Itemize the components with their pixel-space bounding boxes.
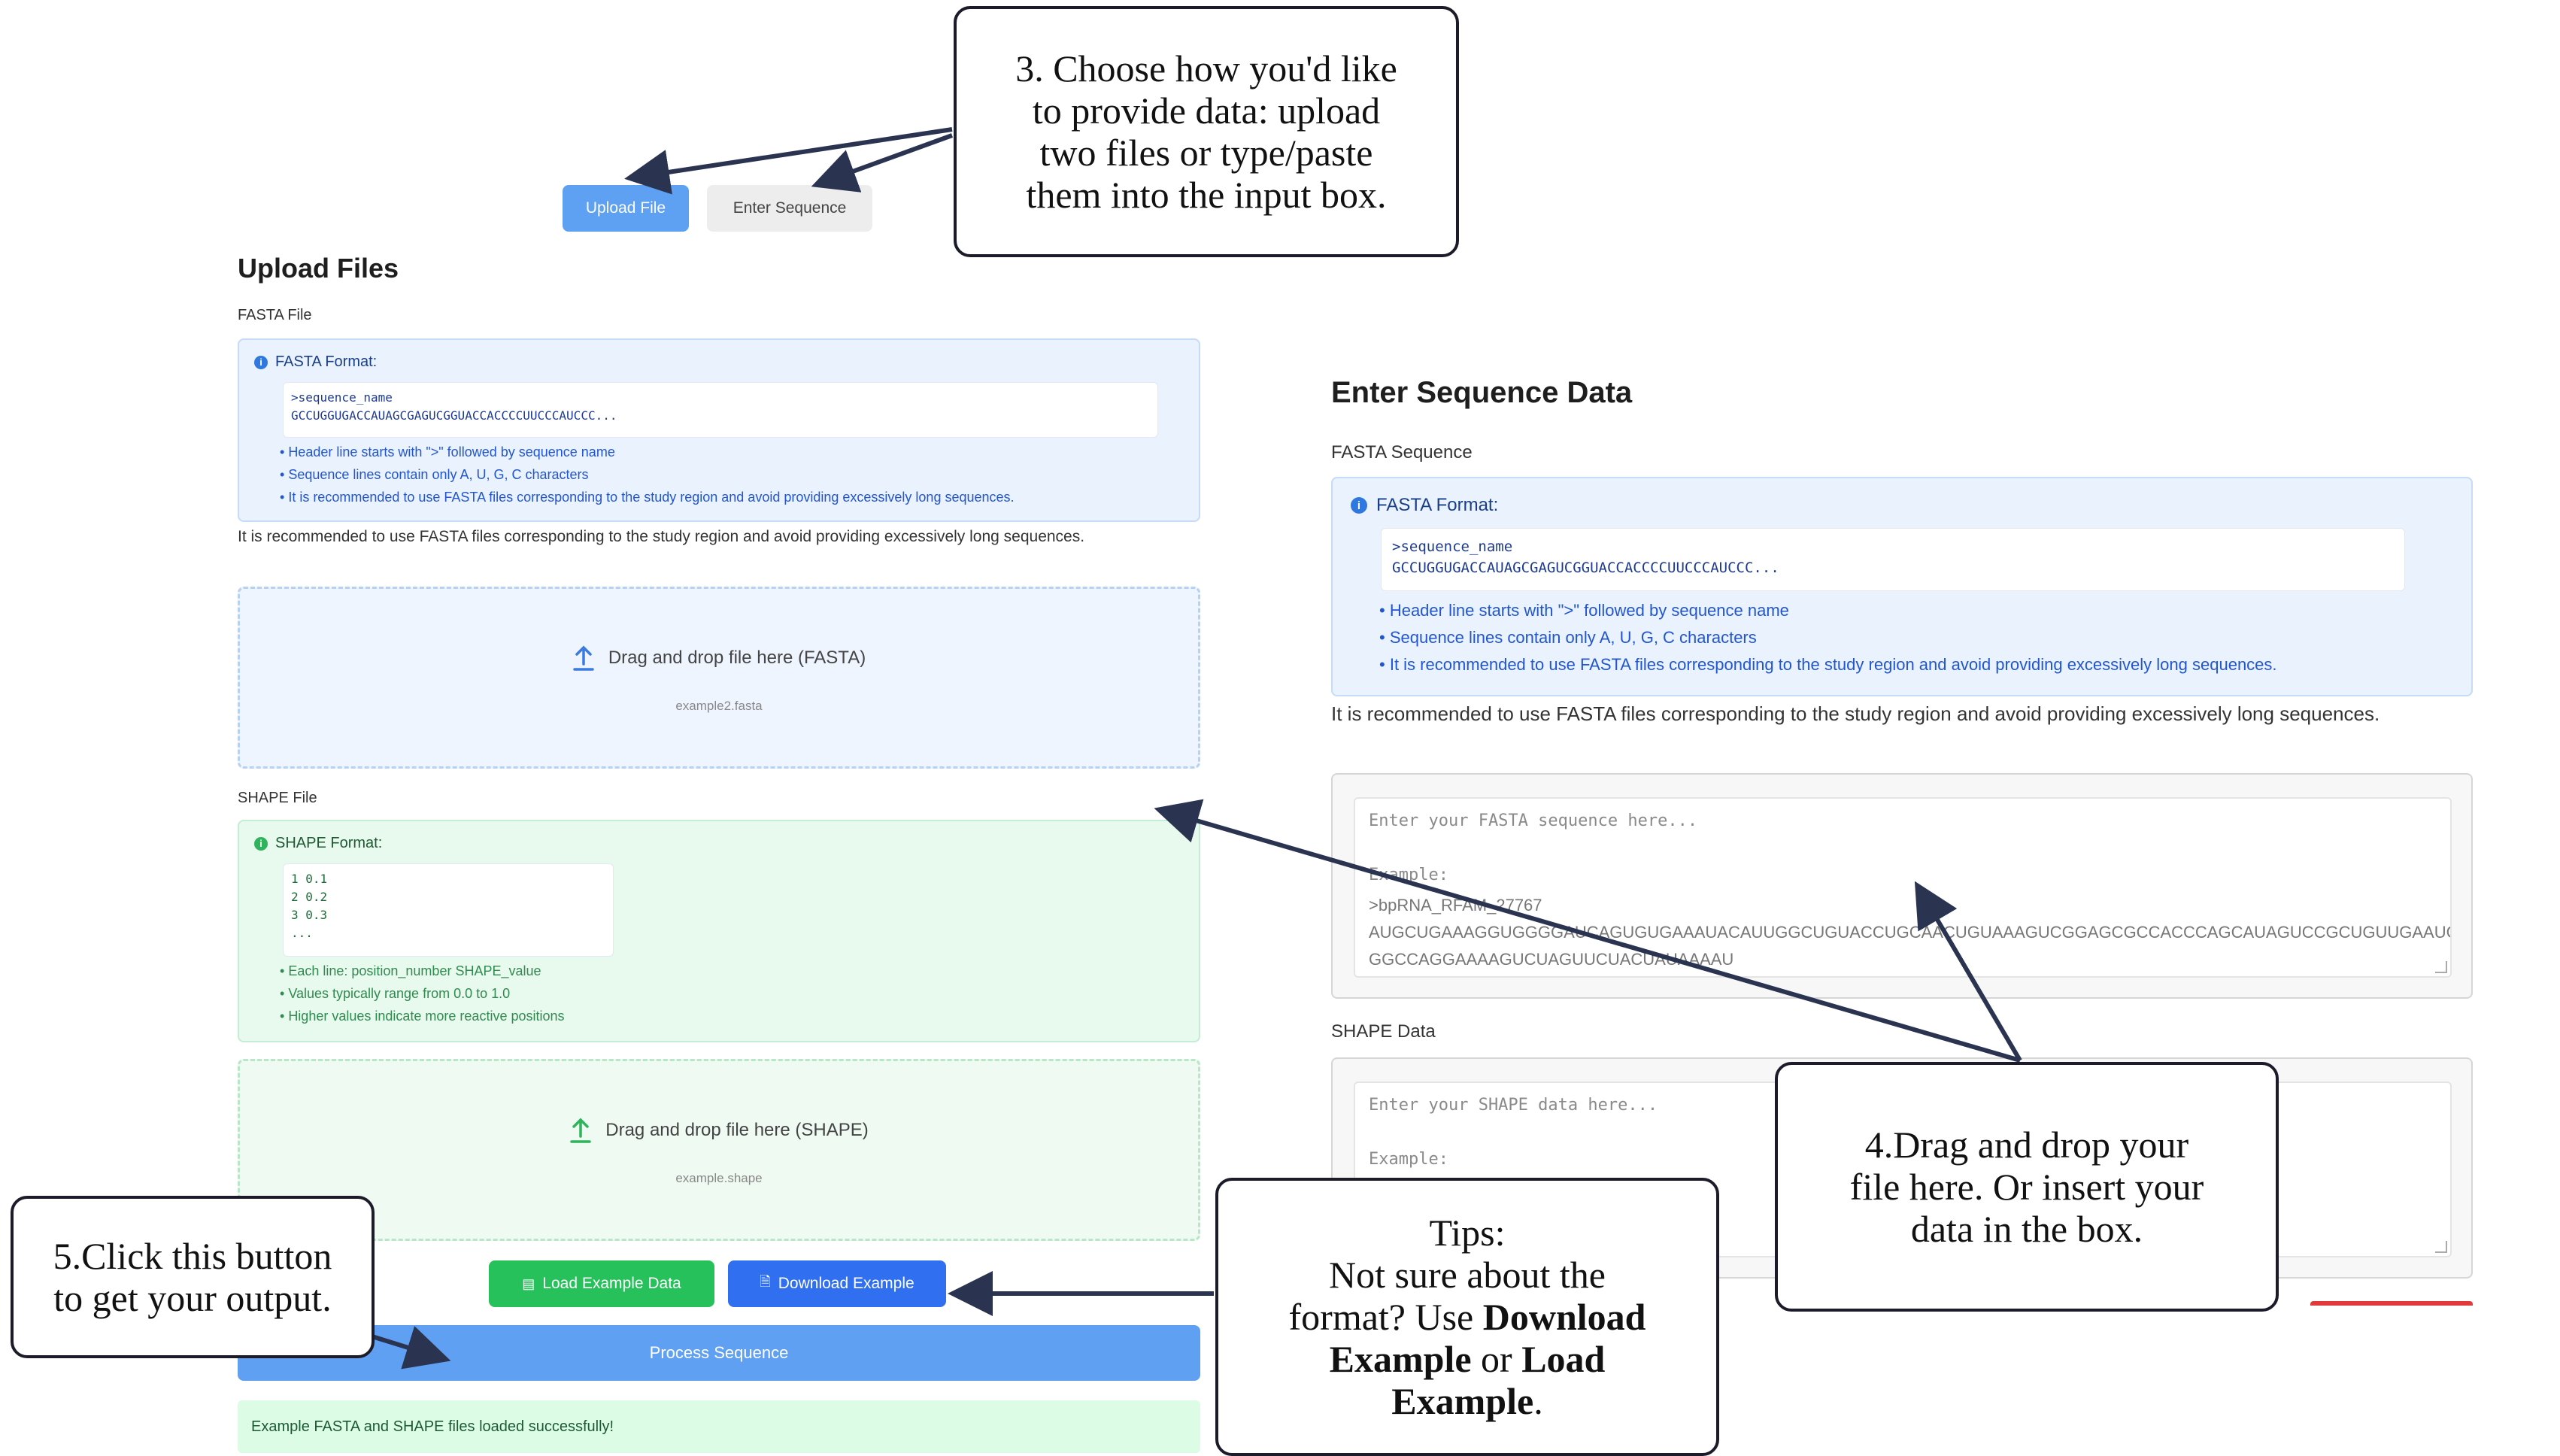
fasta-textarea-container: Enter your FASTA sequence here... Exampl… [1331, 773, 2473, 999]
resize-handle-icon[interactable] [2435, 1241, 2447, 1253]
enter-sequence-title: Enter Sequence Data [1331, 376, 1633, 409]
fasta-dropzone[interactable]: Drag and drop file here (FASTA) example2… [238, 587, 1200, 769]
callout-step3: 3. Choose how you'd like to provide data… [954, 6, 1459, 257]
shape-data-label: SHAPE Data [1331, 1021, 1436, 1042]
shape-dropzone-text: Drag and drop file here (SHAPE) [605, 1120, 869, 1140]
fasta-sequence-label: FASTA Sequence [1331, 442, 1473, 463]
shape-selected-file: example.shape [675, 1171, 763, 1185]
info-icon: i [254, 836, 268, 851]
callout-step5: 5.Click this button to get your output. [11, 1196, 375, 1358]
info-icon: i [254, 355, 268, 369]
arrow-to-enter-toggle [811, 133, 954, 193]
shape-dropzone[interactable]: Drag and drop file here (SHAPE) example.… [238, 1059, 1200, 1241]
fasta-format-info: i FASTA Format: >sequence_name GCCUGGUGA… [238, 338, 1200, 522]
arrow-to-fasta-textarea [1914, 881, 2022, 1062]
shape-file-label: SHAPE File [238, 790, 317, 806]
fasta-example-sequence: AUGCUGAAAGGUGGGGAUCAGUGUGAAAUACAUUGGCUGU… [1369, 923, 2452, 942]
arrow-to-upload-toggle [624, 127, 953, 195]
fasta-format-rules: Header line starts with ">" followed by … [280, 441, 1014, 508]
enter-sequence-toggle[interactable]: Enter Sequence [707, 185, 872, 232]
file-download-icon: 🗎 [760, 1274, 771, 1289]
shape-format-title: i SHAPE Format: [254, 835, 382, 852]
fasta-format-example: >sequence_name GCCUGGUGACCAUAGCGAGUCGGUA… [283, 382, 1158, 438]
callout-tips: Tips: Not sure about the format? Use Dow… [1215, 1178, 1719, 1456]
callout-step4: 4.Drag and drop your file here. Or inser… [1775, 1062, 2279, 1312]
fasta-placeholder: Enter your FASTA sequence here... [1369, 811, 1698, 830]
arrow-to-fasta-dropzone [1154, 799, 2021, 1063]
table-icon: ▤ [522, 1276, 535, 1291]
upload-icon [570, 1118, 591, 1143]
fasta-recommendation: It is recommended to use FASTA files cor… [238, 528, 1085, 545]
fasta-format-rules-right: Header line starts with ">" followed by … [1379, 597, 2277, 678]
fasta-format-info-right: i FASTA Format: >sequence_name GCCUGGUGA… [1331, 477, 2473, 696]
load-example-button[interactable]: ▤ Load Example Data [489, 1260, 714, 1307]
fasta-selected-file: example2.fasta [675, 699, 763, 713]
fasta-file-label: FASTA File [238, 307, 312, 323]
shape-format-example: 1 0.1 2 0.2 3 0.3 ... [283, 863, 614, 957]
shape-example-label: Example: [1369, 1150, 1448, 1169]
fasta-format-title: i FASTA Format: [254, 353, 377, 371]
fasta-format-title-right: i FASTA Format: [1351, 495, 1498, 516]
fasta-sequence-input[interactable]: Enter your FASTA sequence here... Exampl… [1354, 797, 2452, 978]
shape-format-rules: Each line: position_number SHAPE_value V… [280, 960, 564, 1027]
info-icon: i [1351, 497, 1367, 514]
shape-placeholder: Enter your SHAPE data here... [1369, 1096, 1658, 1115]
upload-files-title: Upload Files [238, 253, 399, 284]
process-sequence-button[interactable]: Process Sequence [238, 1325, 1200, 1381]
fasta-format-example-right: >sequence_name GCCUGGUGACCAUAGCGAGUCGGUA… [1381, 528, 2405, 591]
resize-handle-icon[interactable] [2435, 961, 2447, 973]
fasta-dropzone-text: Drag and drop file here (FASTA) [608, 648, 866, 668]
fasta-recommendation-right: It is recommended to use FASTA files cor… [1331, 702, 2380, 725]
upload-icon [573, 645, 594, 671]
shape-format-info: i SHAPE Format: 1 0.1 2 0.2 3 0.3 ... Ea… [238, 820, 1200, 1042]
download-example-button[interactable]: 🗎 Download Example [728, 1260, 946, 1307]
partial-red-button[interactable] [2310, 1301, 2473, 1306]
